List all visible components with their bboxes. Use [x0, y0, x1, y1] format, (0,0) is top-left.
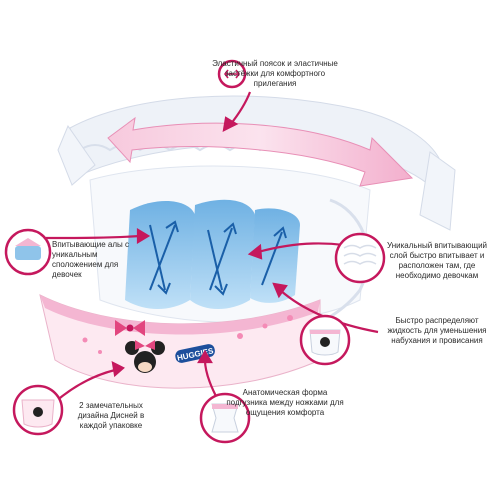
callout-anatomic-shape-text: Анатомическая форма подгузника между нож… — [226, 388, 344, 417]
callout-circle-bottom-anatomic — [199, 392, 251, 444]
callout-circle-top — [217, 59, 247, 89]
callout-circle-left-disney — [12, 384, 64, 436]
brand-badge — [175, 344, 215, 363]
diaper-pants-icon — [309, 329, 341, 356]
heart-decoration — [82, 315, 293, 354]
callout-leak-cuffs-text: Впитывающие алы с уникальным сположением… — [52, 240, 129, 279]
absorbent-channel-1 — [125, 200, 195, 309]
diaper-cutaway-icon — [15, 238, 41, 260]
absorbent-channel-3 — [250, 208, 300, 303]
side-tab-left — [57, 124, 96, 186]
callout-circle-right-layer — [334, 232, 386, 284]
callout-waistband-text: Эластичный поясок и эластичные застёжки … — [212, 59, 338, 88]
callout-absorbent-layer-text: Уникальный впитывающий слой быстро впиты… — [386, 241, 488, 280]
front-band-stripe — [40, 295, 320, 335]
character-print — [125, 340, 165, 373]
callout-circle-left-cuffs — [4, 228, 52, 276]
callout-distribution-text: Быстро распределяют жидкость для уменьше… — [387, 316, 487, 345]
callout-circle-right-distribution — [299, 314, 351, 366]
double-arrow-icon — [107, 116, 414, 187]
distribution-arrows — [149, 220, 287, 296]
callout-disney-designs-text: 2 замечательных дизайна Дисней в каждой … — [77, 401, 145, 430]
side-tab-right — [419, 151, 456, 231]
bow-icon — [115, 320, 145, 336]
